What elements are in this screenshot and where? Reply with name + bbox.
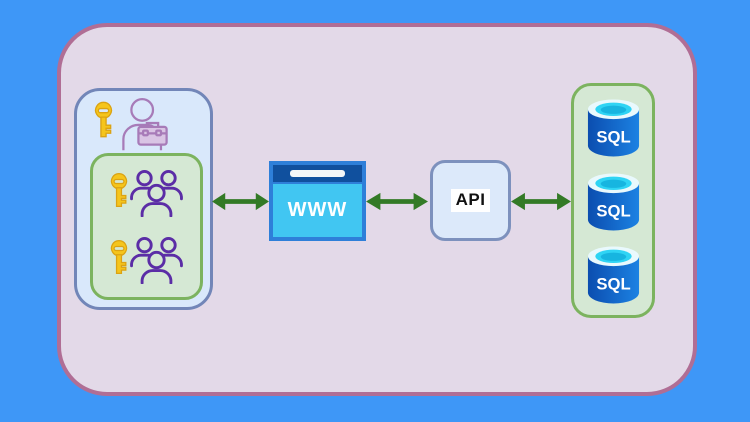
browser-titlebar — [273, 165, 362, 182]
sql-label: SQL — [596, 274, 630, 293]
admin-user-icon — [122, 97, 168, 151]
key-icon — [94, 101, 113, 138]
key-icon — [110, 239, 127, 274]
double-arrow-api-databases — [511, 192, 571, 211]
sql-database-icon: SQL — [587, 172, 639, 230]
api-node: API — [430, 160, 511, 241]
clients-container — [74, 88, 213, 310]
databases-container: SQL SQL SQL — [571, 83, 655, 318]
double-arrow-clients-browser — [212, 192, 269, 211]
api-label: API — [450, 189, 491, 212]
user-groups-container — [90, 153, 203, 300]
user-group-row — [109, 169, 185, 218]
user-group-icon — [129, 170, 183, 218]
admin-user-row — [93, 95, 176, 153]
browser-label: WWW — [273, 184, 362, 237]
sql-database-icon: SQL — [587, 246, 639, 304]
key-icon — [110, 173, 127, 208]
browser-addressbar — [289, 170, 346, 177]
sql-label: SQL — [596, 201, 630, 220]
web-browser-node: WWW — [269, 161, 366, 241]
user-group-row — [109, 236, 185, 284]
user-group-icon — [129, 236, 183, 284]
sql-database-icon: SQL — [587, 99, 639, 157]
double-arrow-browser-api — [366, 192, 428, 211]
sql-label: SQL — [596, 128, 630, 147]
